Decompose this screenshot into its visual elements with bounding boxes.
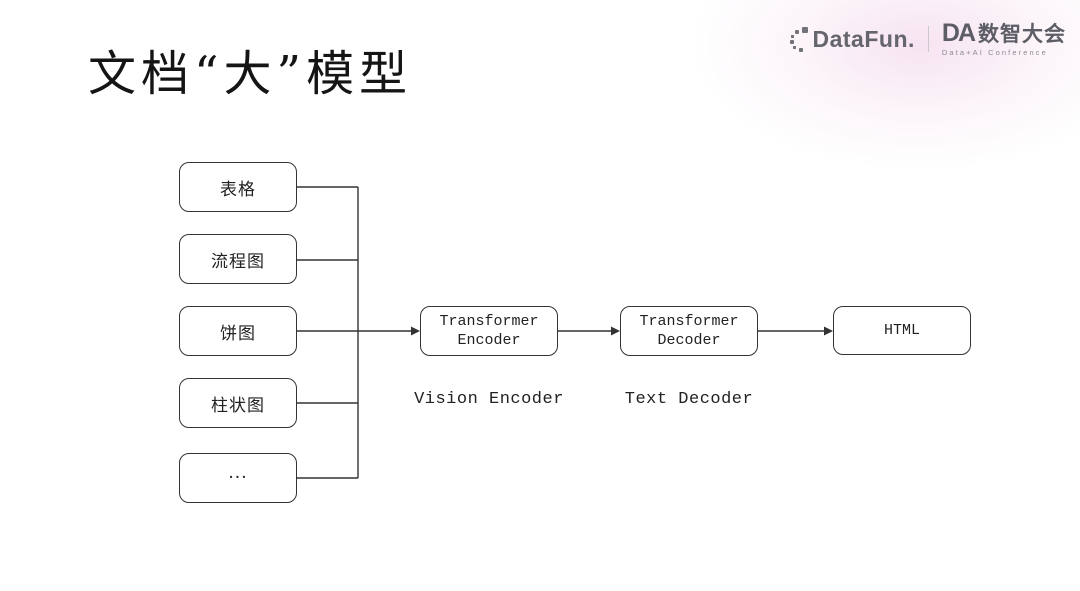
arrowhead-to-decoder [611,326,620,336]
text-decoder-caption: Text Decoder [624,390,754,409]
source-box-label: ··· [228,468,248,488]
conference-logo-name: 数智大会 [978,23,1066,47]
decoder-box-line1: Transformer [639,312,739,330]
datafun-dots-icon [789,27,808,52]
vision-encoder-caption: Vision Encoder [414,390,564,409]
conference-logo-abbr: DA [941,19,976,48]
logo-divider [927,26,929,52]
page-title: 文档“大”模型 [88,46,413,102]
source-box-label: 饼图 [220,323,256,344]
header-logos: DataFun. DA 数智大会 Data+AI Conference [789,18,1067,60]
encoder-box: Transformer Encoder [420,306,558,356]
source-box-label: 流程图 [211,251,265,272]
encoder-box-line2: Encoder [457,332,521,349]
datafun-logo: DataFun. [789,25,915,53]
source-box-piechart: 饼图 [179,306,297,356]
output-box-html: HTML [833,306,971,355]
source-box-label: 柱状图 [211,395,265,416]
source-box-ellipsis: ··· [179,453,297,503]
decoder-box: Transformer Decoder [620,306,758,356]
source-box-label: 表格 [220,179,256,200]
output-box-label: HTML [883,322,920,339]
arrowhead-to-output [824,326,833,336]
conference-logo: DA 数智大会 Data+AI Conference [942,21,1066,57]
arrowhead-to-encoder [411,326,420,336]
conference-logo-subtitle: Data+AI Conference [941,48,1048,58]
source-box-table: 表格 [179,162,297,212]
decoder-box-line2: Decoder [657,332,721,349]
source-box-flowchart: 流程图 [179,234,297,284]
datafun-logo-text: DataFun. [812,25,915,52]
encoder-box-line1: Transformer [439,312,539,330]
source-box-barchart: 柱状图 [179,378,297,428]
